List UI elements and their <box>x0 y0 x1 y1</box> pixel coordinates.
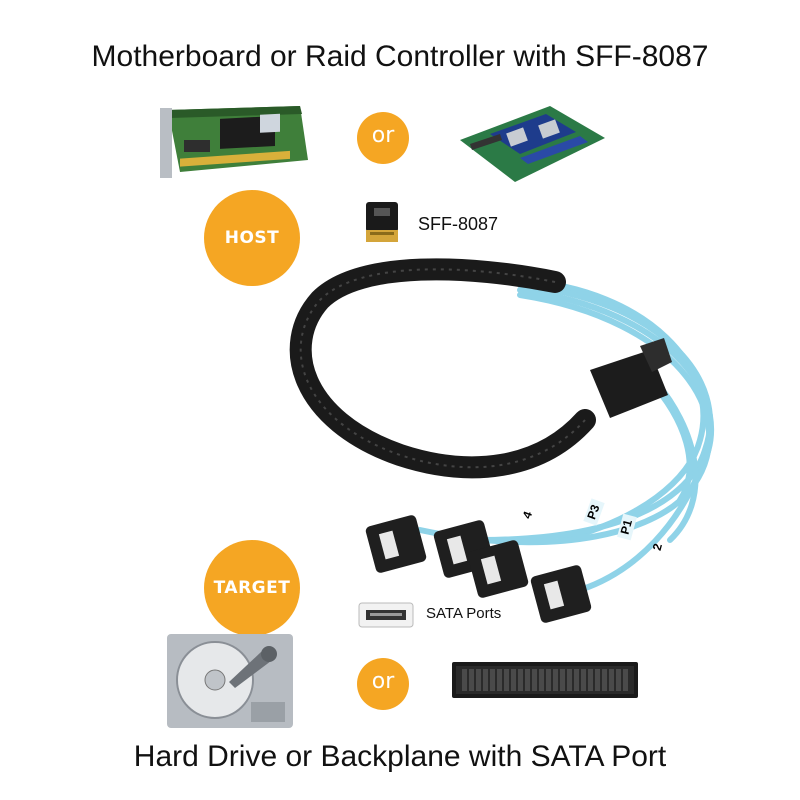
backplane-server-image <box>452 662 638 698</box>
hard-drive-image <box>167 634 293 728</box>
or-badge-top: or <box>357 112 409 164</box>
target-badge: TARGET <box>204 540 300 636</box>
raid-controller-image <box>160 106 308 178</box>
sata-port-icon <box>358 602 414 628</box>
sata-ports-label: SATA Ports <box>426 605 502 622</box>
sff-8087-connector-icon <box>366 202 398 242</box>
footer-title: Hard Drive or Backplane with SATA Port <box>133 740 667 773</box>
host-badge: HOST <box>204 190 300 286</box>
motherboard-image <box>460 106 605 182</box>
page-title: Motherboard or Raid Controller with SFF-… <box>91 40 709 73</box>
or-badge-bottom: or <box>357 658 409 710</box>
sff-8087-label: SFF-8087 <box>418 214 499 234</box>
